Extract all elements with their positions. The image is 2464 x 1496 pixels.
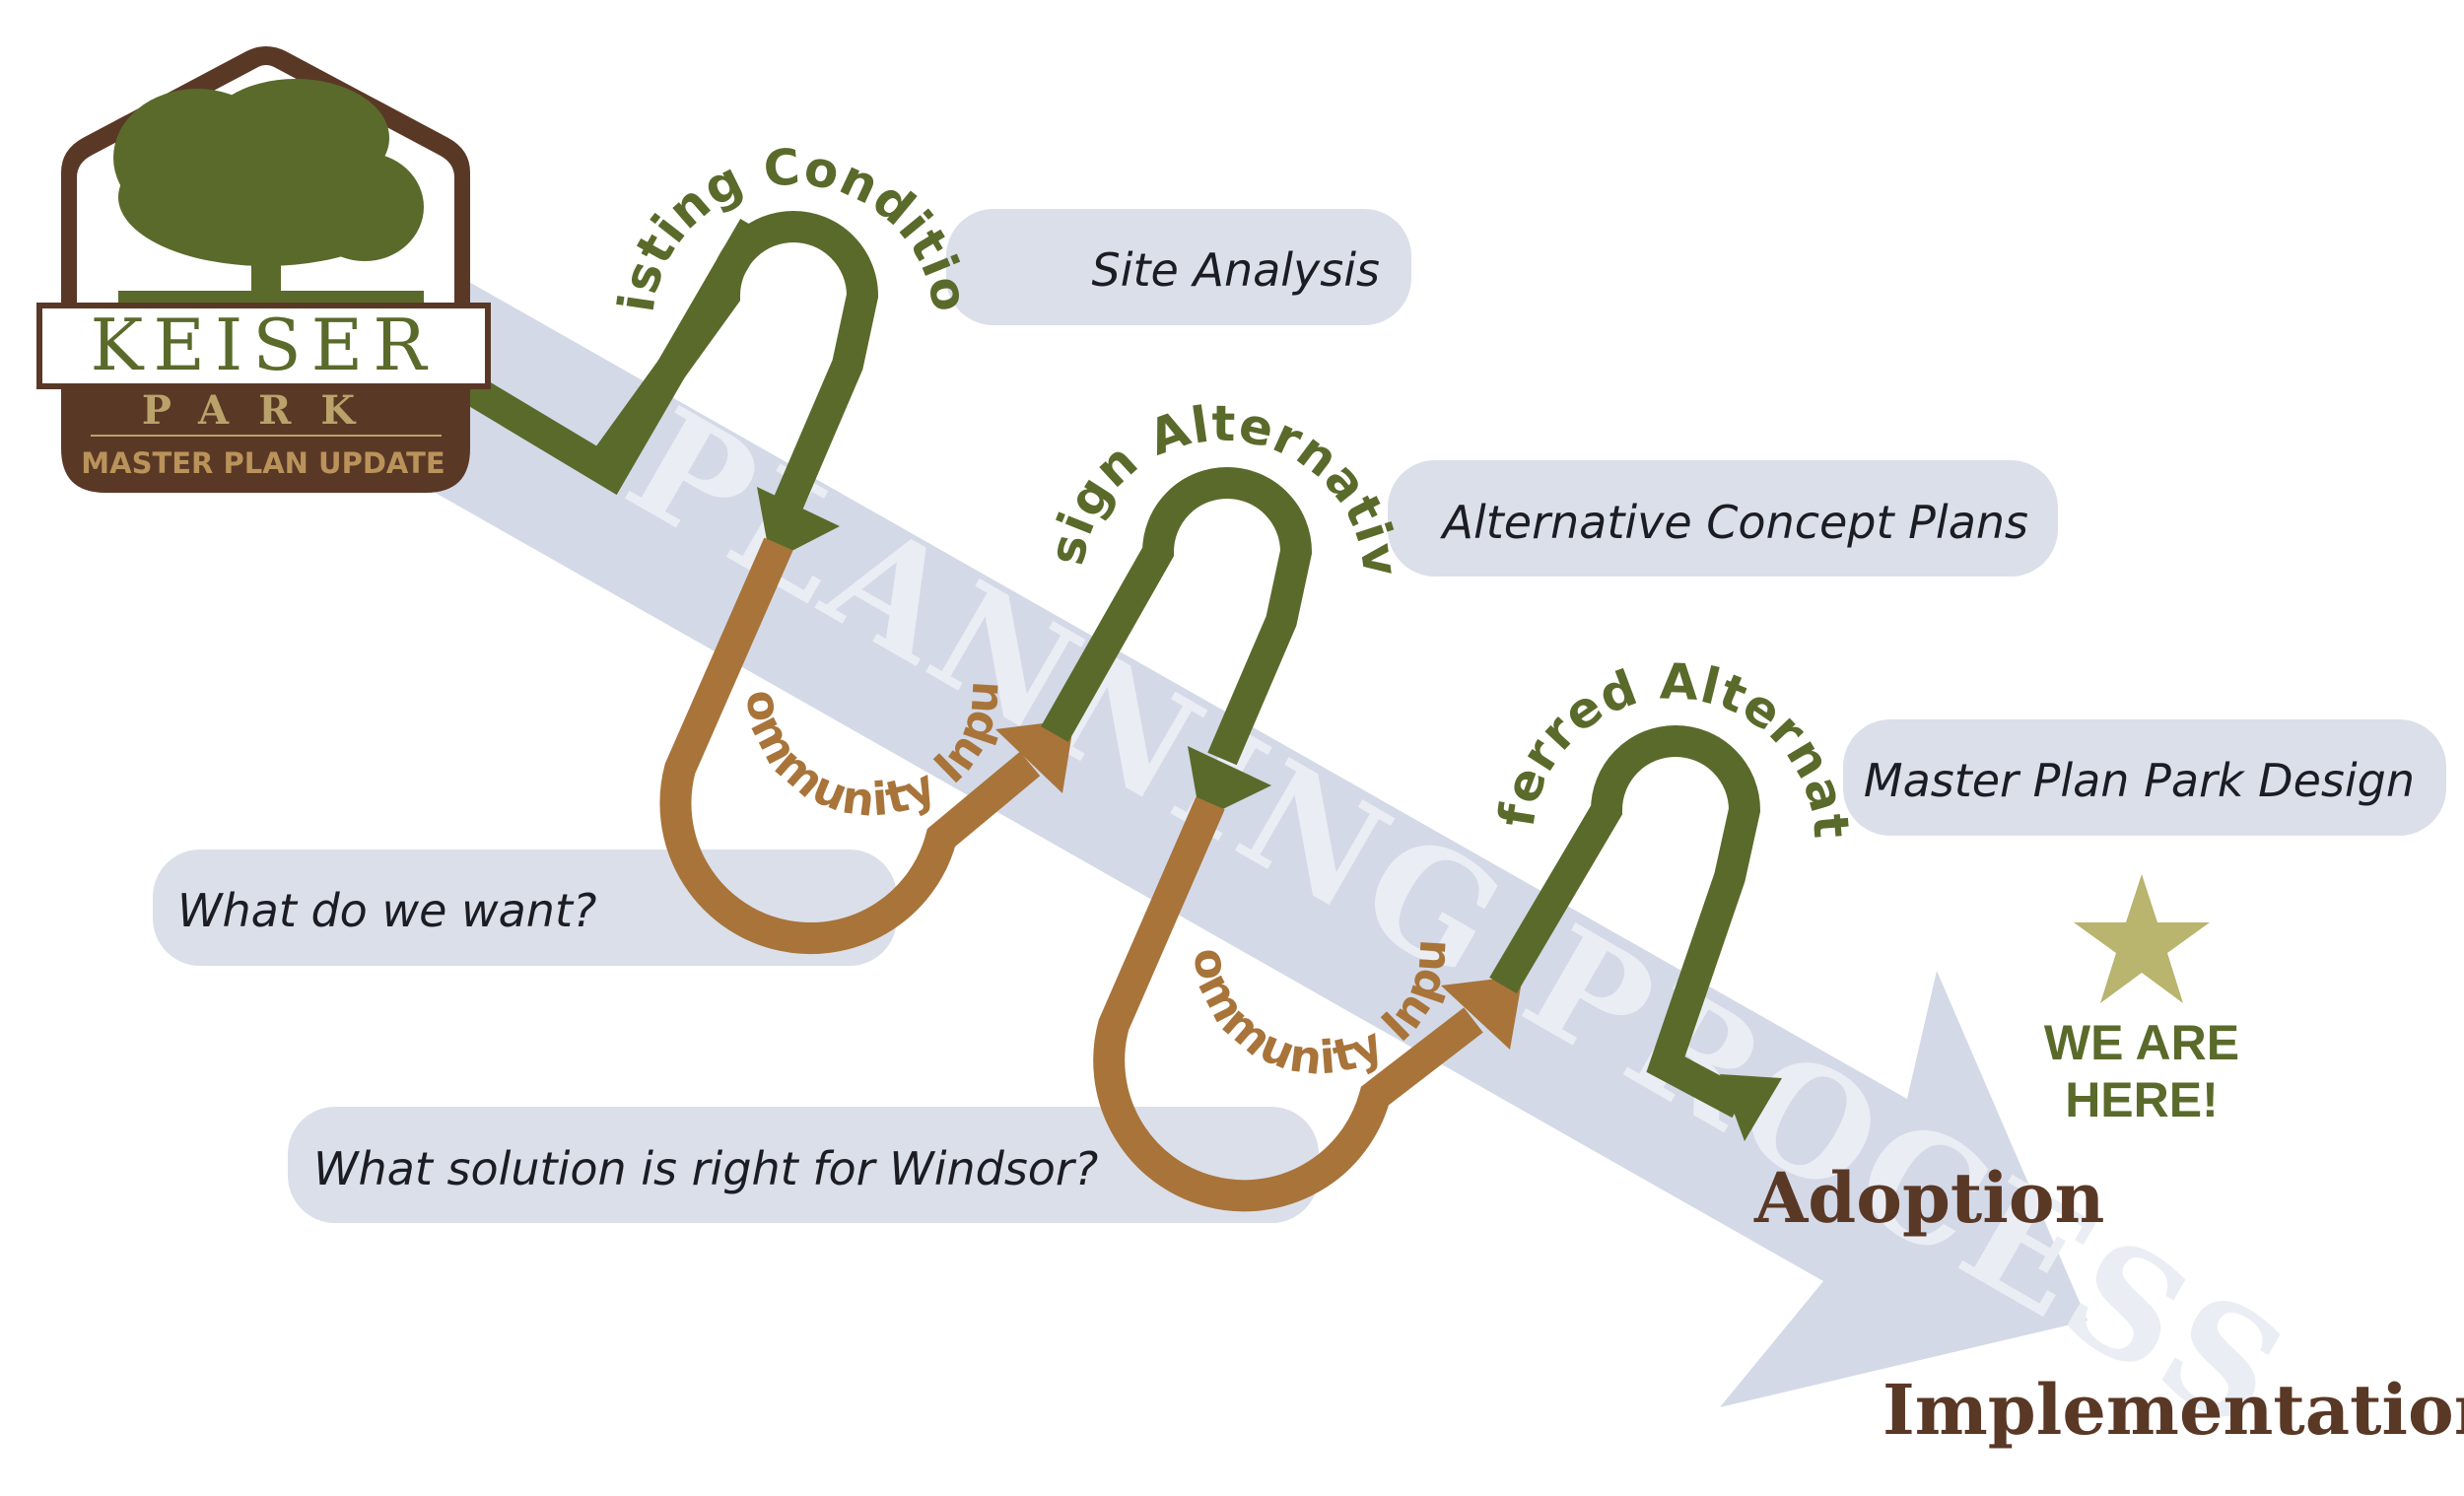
- stage-adoption: Adoption: [1753, 1157, 2104, 1239]
- loop-design-path: [1041, 467, 1313, 766]
- tree-icon: [113, 79, 424, 308]
- we-are-here-line2: HERE!: [2065, 1072, 2219, 1127]
- bubble-site-analysis-text: Site Analysis: [1092, 243, 1380, 297]
- we-are-here-marker: WE ARE HERE!: [2044, 874, 2239, 1127]
- input-bubble-what-solution: What solution is right for Windsor?: [288, 1107, 1319, 1223]
- stage-implementation: Implementation: [1882, 1369, 2464, 1451]
- logo-title: KEISER: [91, 304, 437, 386]
- loop-preferred-arrowhead: [1720, 1074, 1782, 1141]
- step-bubble-master-plan-park-design: Master Plan Park Design: [1843, 719, 2446, 836]
- bubble-what-do-we-want-text: What do we want?: [177, 884, 596, 937]
- loop-existing-path: [583, 211, 879, 510]
- loop-input1-arrowhead: [995, 719, 1074, 793]
- bubble-alternative-concept-plans-text: Alternative Concept Plans: [1440, 496, 2029, 549]
- bubble-master-plan-park-design-text: Master Plan Park Design: [1864, 754, 2415, 807]
- bubble-what-solution-text: What solution is right for Windsor?: [313, 1142, 1098, 1195]
- loop-design-arrowhead: [1188, 746, 1271, 820]
- we-are-here-line1: WE ARE: [2044, 1015, 2239, 1070]
- loop-existing-arrowhead: [757, 487, 840, 562]
- loop-input1-path: [659, 537, 1041, 955]
- loop-preferred-path: [1489, 725, 1761, 1119]
- logo-tagline: MASTER PLAN UPDATE: [81, 446, 445, 480]
- logo-title-plate: [36, 303, 491, 389]
- step-bubble-site-analysis: Site Analysis: [946, 209, 1411, 325]
- star-icon: [2074, 874, 2210, 1003]
- step-bubble-alternative-concept-plans: Alternative Concept Plans: [1388, 460, 2058, 577]
- keiser-park-logo: KEISER PARK MASTER PLAN UPDATE: [36, 46, 491, 493]
- loop-input2-path: [1093, 796, 1483, 1212]
- logo-subtitle: PARK: [142, 387, 384, 434]
- loop-input2-arrowhead: [1441, 976, 1523, 1050]
